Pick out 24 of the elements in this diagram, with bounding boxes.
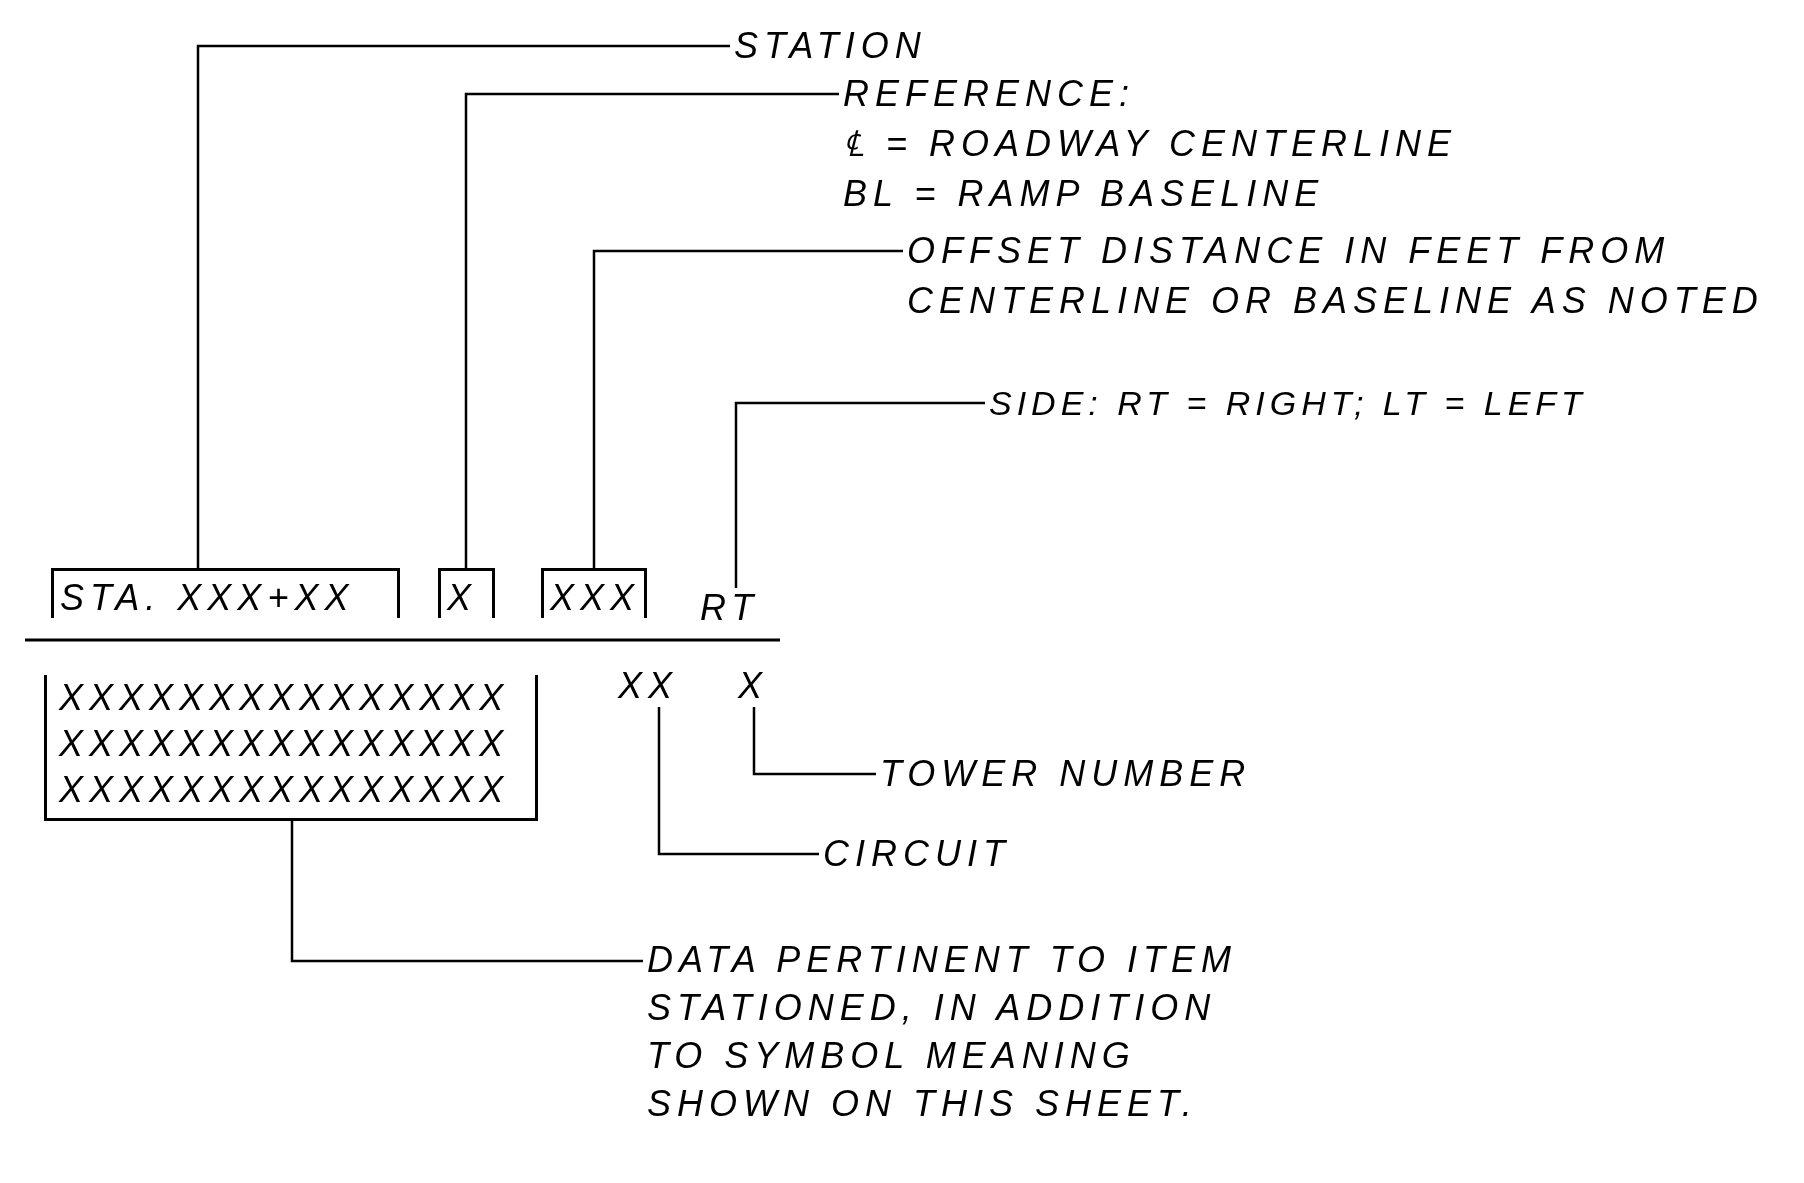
placeholder-text: X [738, 665, 778, 707]
leader-line [196, 44, 730, 568]
placeholder-text: XX [618, 665, 702, 707]
placeholder-text: STA. XXX+XX [60, 578, 355, 618]
callout-label: TOWER NUMBER [880, 749, 1280, 799]
placeholder-text: X [447, 578, 477, 618]
placeholder-text: RT [700, 588, 780, 628]
callout-label: STATION [734, 21, 994, 71]
callout-label: DATA PERTINENT TO ITEM STATIONED, IN ADDITION TO SYMBOL MEANING SHOWN ON THIS SHEET. [647, 936, 1247, 1128]
bracket-frame [438, 568, 495, 618]
bracket-frame [541, 568, 647, 618]
leader-line [734, 401, 985, 588]
leader-line [290, 821, 643, 963]
callout-label: SIDE: RT = RIGHT; LT = LEFT [989, 378, 1799, 428]
callout-label: REFERENCE: ℄ = ROADWAY CENTERLINE BL = RAMP BASELINE [843, 69, 1543, 219]
leader-line [657, 707, 819, 856]
leader-line [752, 707, 876, 776]
leader-line [592, 249, 903, 568]
leader-line [464, 92, 839, 568]
placeholder-text: XXX [550, 578, 641, 618]
callout-label: CIRCUIT [823, 829, 1083, 879]
bracket-frame [51, 568, 400, 618]
callout-label: OFFSET DISTANCE IN FEET FROM CENTERLINE OR BASELINE AS NOTED [907, 226, 1797, 326]
placeholder-text: XXXXXXXXXXXXXXX XXXXXXXXXXXXXXX XXXXXXXXXXXXXXX [59, 676, 511, 812]
